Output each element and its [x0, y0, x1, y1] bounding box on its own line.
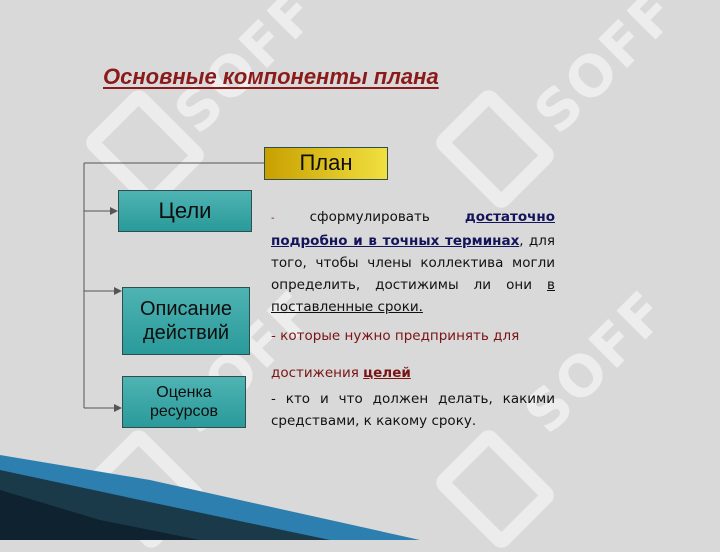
goals-box: Цели	[118, 190, 252, 232]
goals-text-bold: достаточно подробно и в точных терминах	[271, 209, 555, 249]
goals-text-b: , для того, чтобы члены коллектива могли…	[271, 233, 555, 293]
actions-text-a: достижения	[271, 365, 364, 381]
resources-box: Оценка ресурсов	[122, 376, 246, 428]
actions-text-bold: целей	[363, 365, 411, 381]
slide-title: Основные компоненты плана	[103, 64, 439, 89]
actions-box: Описание действий	[122, 287, 250, 355]
actions-description-line1: - которые нужно предпринять для	[271, 328, 520, 344]
diagram-connectors	[83, 162, 264, 412]
resources-description: - кто и что должен делать, какими средст…	[271, 391, 555, 429]
goals-dash: -	[271, 213, 275, 224]
bottom-decoration	[0, 455, 420, 540]
goals-description: - сформулировать достаточно подробно и в…	[271, 206, 555, 318]
actions-description-line2: достижения целей	[271, 362, 555, 384]
plan-box: План	[264, 147, 388, 180]
goals-text-a: сформулировать	[274, 209, 465, 225]
goals-text-underlined: в поставленные сроки.	[271, 277, 555, 315]
